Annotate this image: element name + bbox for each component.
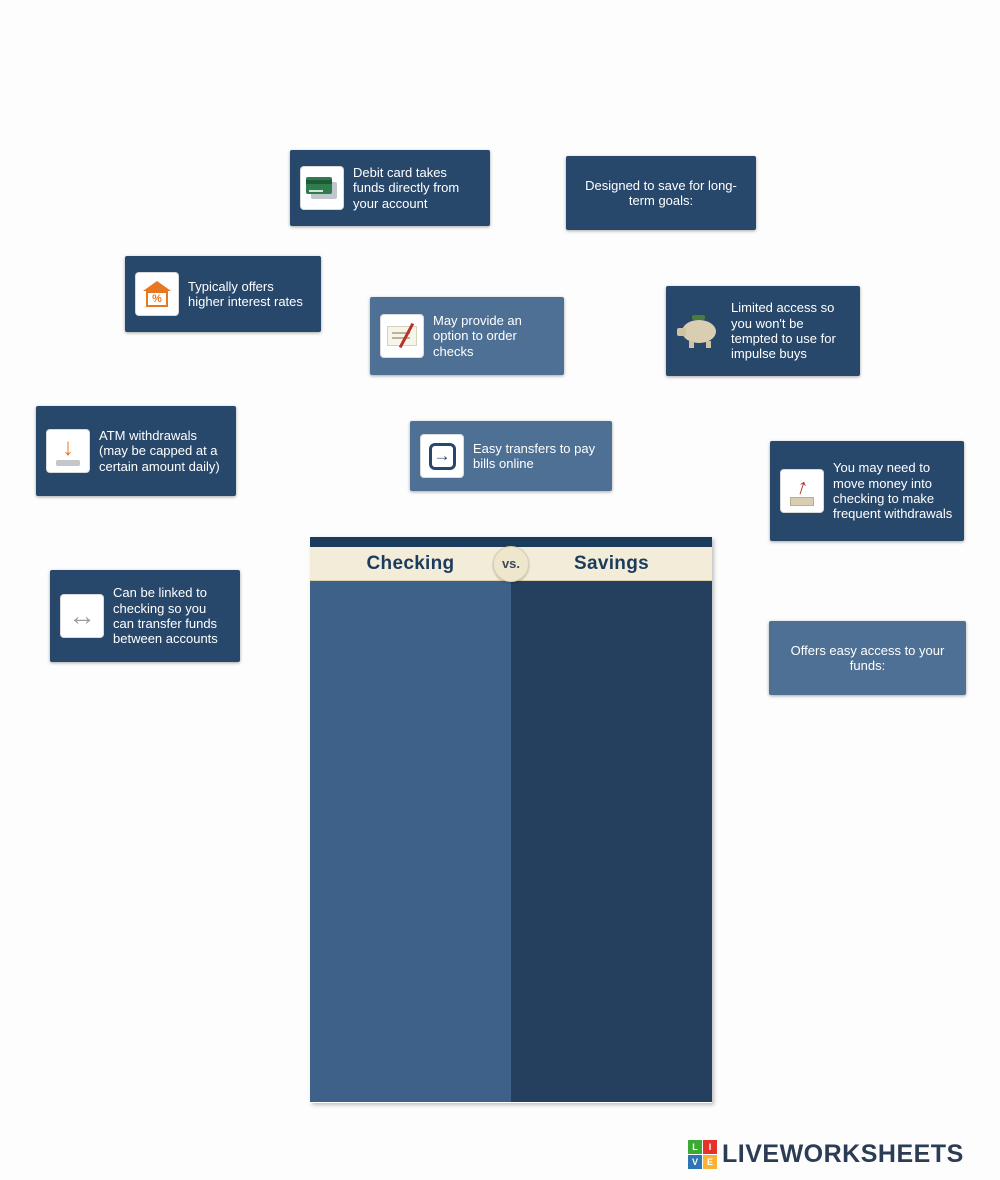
card-text: Can be linked to checking so you can tra… <box>113 585 218 647</box>
logo-square-v: V <box>688 1155 702 1169</box>
card-long-term-goals[interactable]: Designed to save for long-term goals: <box>566 156 756 230</box>
card-text: Offers easy access to your funds: <box>790 642 945 673</box>
card-easy-transfers[interactable]: → Easy transfers to pay bills online <box>410 421 612 491</box>
card-text: Easy transfers to pay bills online <box>473 440 596 471</box>
card-atm-withdrawals[interactable]: ↓ ATM withdrawals (may be capped at a ce… <box>36 406 236 496</box>
savings-header: Savings <box>574 552 649 574</box>
card-easy-access[interactable]: Offers easy access to your funds: <box>769 621 966 695</box>
checking-drop-column[interactable] <box>310 581 511 1102</box>
card-text: Designed to save for long-term goals: <box>585 177 737 208</box>
comparison-table: Checking Savings vs. <box>310 537 712 1103</box>
card-text: Typically offers higher interest rates <box>188 278 303 309</box>
logo-square-e: E <box>703 1155 717 1169</box>
checking-header: Checking <box>366 552 455 574</box>
card-linked-accounts[interactable]: ↔ Can be linked to checking so you can t… <box>50 570 240 662</box>
card-text: May provide an option to order checks <box>433 313 522 359</box>
card-text: Limited access so you won't be tempted t… <box>731 300 836 362</box>
withdraw-up-arrow-icon: ↑ <box>780 469 824 513</box>
card-limited-access[interactable]: Limited access so you won't be tempted t… <box>666 286 860 376</box>
piggy-bank-icon <box>676 312 722 350</box>
card-debit-card[interactable]: Debit card takes funds directly from you… <box>290 150 490 226</box>
savings-drop-column[interactable] <box>511 581 712 1102</box>
liveworksheets-logo-icon: L I V E <box>688 1140 717 1169</box>
debit-card-icon <box>300 166 344 210</box>
transfer-arrow-icon: → <box>420 434 464 478</box>
liveworksheets-logo: L I V E LIVEWORKSHEETS <box>688 1140 964 1169</box>
card-text: Debit card takes funds directly from you… <box>353 165 460 211</box>
card-higher-interest[interactable]: % Typically offers higher interest rates <box>125 256 321 332</box>
liveworksheets-wordmark: LIVEWORKSHEETS <box>722 1140 964 1168</box>
table-header: Checking Savings vs. <box>310 545 712 582</box>
card-move-money[interactable]: ↑ You may need to move money into checki… <box>770 441 964 541</box>
check-pen-icon <box>380 314 424 358</box>
card-order-checks[interactable]: May provide an option to order checks <box>370 297 564 375</box>
double-arrow-icon: ↔ <box>60 594 104 638</box>
percent-house-icon: % <box>135 272 179 316</box>
logo-square-i: I <box>703 1140 717 1154</box>
atm-icon: ↓ <box>46 429 90 473</box>
logo-square-l: L <box>688 1140 702 1154</box>
table-top-strip <box>310 537 712 547</box>
card-text: ATM withdrawals (may be capped at a cert… <box>99 428 220 474</box>
card-text: You may need to move money into checking… <box>833 460 953 522</box>
vs-badge: vs. <box>493 545 529 582</box>
